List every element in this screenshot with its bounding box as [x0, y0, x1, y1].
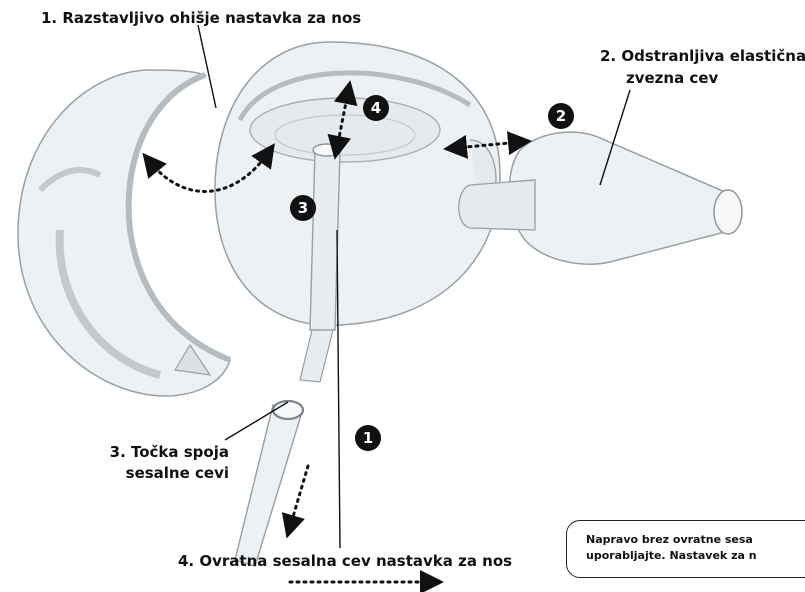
usage-note-box: Napravo brez ovratne sesa uporabljajte. … — [566, 520, 805, 578]
detached-neck-tube — [235, 401, 303, 566]
housing-left-half — [18, 70, 230, 396]
note-line1: Napravo brez ovratne sesa — [586, 532, 805, 548]
badge-3: 3 — [290, 195, 316, 221]
label-tube: 4. Ovratna sesalna cev nastavka za nos — [178, 552, 512, 570]
housing-main-half — [215, 42, 500, 325]
arrow-pull-tube — [290, 466, 308, 527]
label-joint-line1: 3. Točka spoja — [95, 443, 229, 461]
elastic-connector — [459, 132, 742, 264]
badge-1: 1 — [355, 425, 381, 451]
badge-4: 4 — [363, 95, 389, 121]
label-connector-line2: zvezna cev — [626, 69, 718, 87]
label-joint-line2: sesalne cevi — [95, 464, 229, 482]
badge-2: 2 — [548, 103, 574, 129]
leader-housing — [198, 25, 216, 108]
note-line2: uporabljajte. Nastavek za n — [586, 548, 805, 564]
label-connector-line1: 2. Odstranljiva elastična — [600, 47, 805, 65]
label-housing: 1. Razstavljivo ohišje nastavka za nos — [41, 9, 361, 27]
